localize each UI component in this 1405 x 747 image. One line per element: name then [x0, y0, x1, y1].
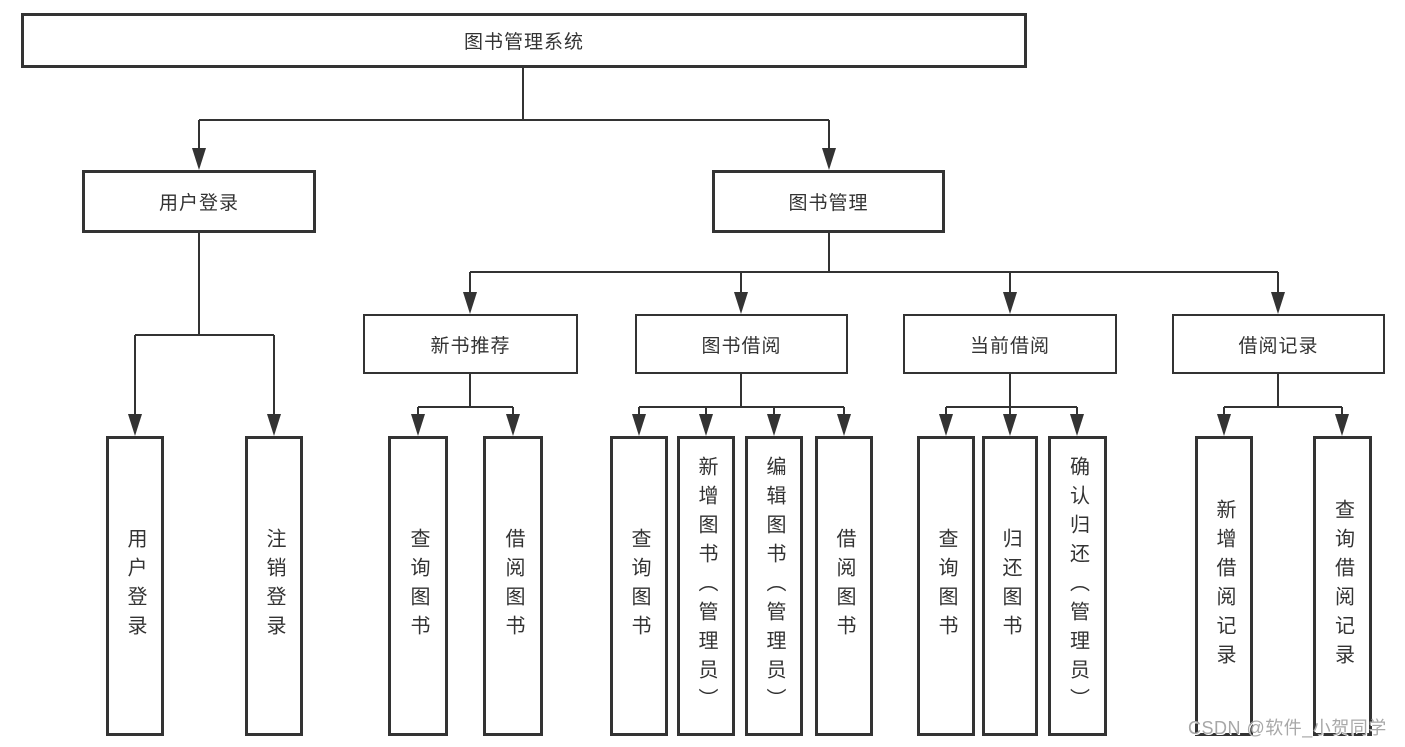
- leaf-bb-edit-books-admin: 编辑图书（管理员）: [745, 436, 803, 736]
- node-user-login-branch: 用户登录: [82, 170, 316, 233]
- node-book-borrowing: 图书借阅: [635, 314, 848, 374]
- node-new-book-recommend: 新书推荐: [363, 314, 578, 374]
- leaf-cb-confirm-return-admin: 确认归还（管理员）: [1048, 436, 1107, 736]
- node-library-management-system: 图书管理系统: [21, 13, 1027, 68]
- node-borrowing-records: 借阅记录: [1172, 314, 1385, 374]
- leaf-user-login: 用户登录: [106, 436, 164, 736]
- leaf-br-query-record: 查询借阅记录: [1313, 436, 1372, 736]
- node-book-management-branch: 图书管理: [712, 170, 945, 233]
- csdn-watermark: CSDN @软件_小贺同学: [1188, 718, 1387, 738]
- leaf-cb-query-books: 查询图书: [917, 436, 975, 736]
- leaf-nb-query-books: 查询图书: [388, 436, 448, 736]
- leaf-cb-return-books: 归还图书: [982, 436, 1038, 736]
- leaf-bb-borrow-books: 借阅图书: [815, 436, 873, 736]
- leaf-logout: 注销登录: [245, 436, 303, 736]
- leaf-br-add-record: 新增借阅记录: [1195, 436, 1253, 736]
- leaf-nb-borrow-books: 借阅图书: [483, 436, 543, 736]
- leaf-bb-query-books: 查询图书: [610, 436, 668, 736]
- node-current-borrowing: 当前借阅: [903, 314, 1117, 374]
- leaf-bb-add-books-admin: 新增图书（管理员）: [677, 436, 735, 736]
